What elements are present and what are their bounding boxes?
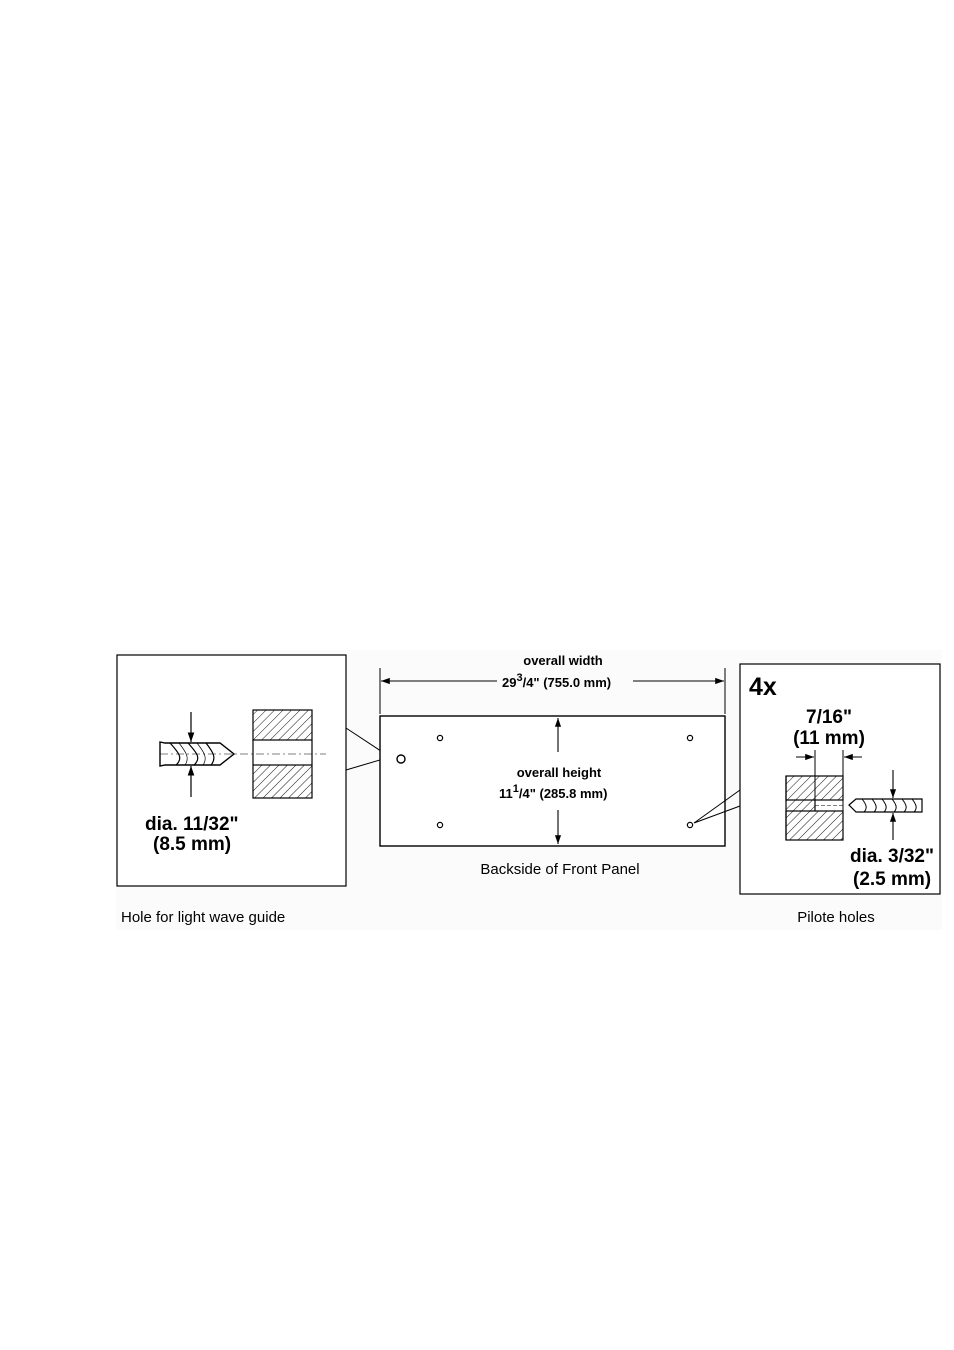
pilot-hole-bottom-right	[687, 822, 692, 827]
left-dia-label: dia. 11/32"	[145, 814, 239, 835]
pilot-hole-top-left	[437, 735, 442, 740]
right-dia-mm-label: (2.5 mm)	[853, 869, 931, 890]
left-dia-mm-label: (8.5 mm)	[153, 834, 231, 855]
light-guide-hole	[397, 755, 405, 763]
front-panel-outline	[380, 716, 725, 846]
light-guide-hole-detail: dia. 11/32" (8.5 mm)	[117, 655, 346, 886]
height-label: overall height	[517, 765, 602, 780]
pilot-hole-bottom-left	[437, 822, 442, 827]
left-caption: Hole for light wave guide	[121, 909, 285, 926]
pilot-holes-detail: 4x 7/16" (11 mm) dia. 3	[740, 664, 940, 894]
multiplier-label: 4x	[749, 673, 777, 701]
drill-bit-small-icon	[849, 799, 922, 812]
panel-caption: Backside of Front Panel	[480, 861, 639, 878]
depth-label: 7/16"	[806, 707, 852, 728]
right-caption: Pilote holes	[797, 909, 875, 926]
pilot-hole-top-right	[687, 735, 692, 740]
right-dia-label: dia. 3/32"	[850, 846, 934, 867]
depth-mm-label: (11 mm)	[793, 728, 865, 749]
width-label: overall width	[523, 653, 603, 668]
